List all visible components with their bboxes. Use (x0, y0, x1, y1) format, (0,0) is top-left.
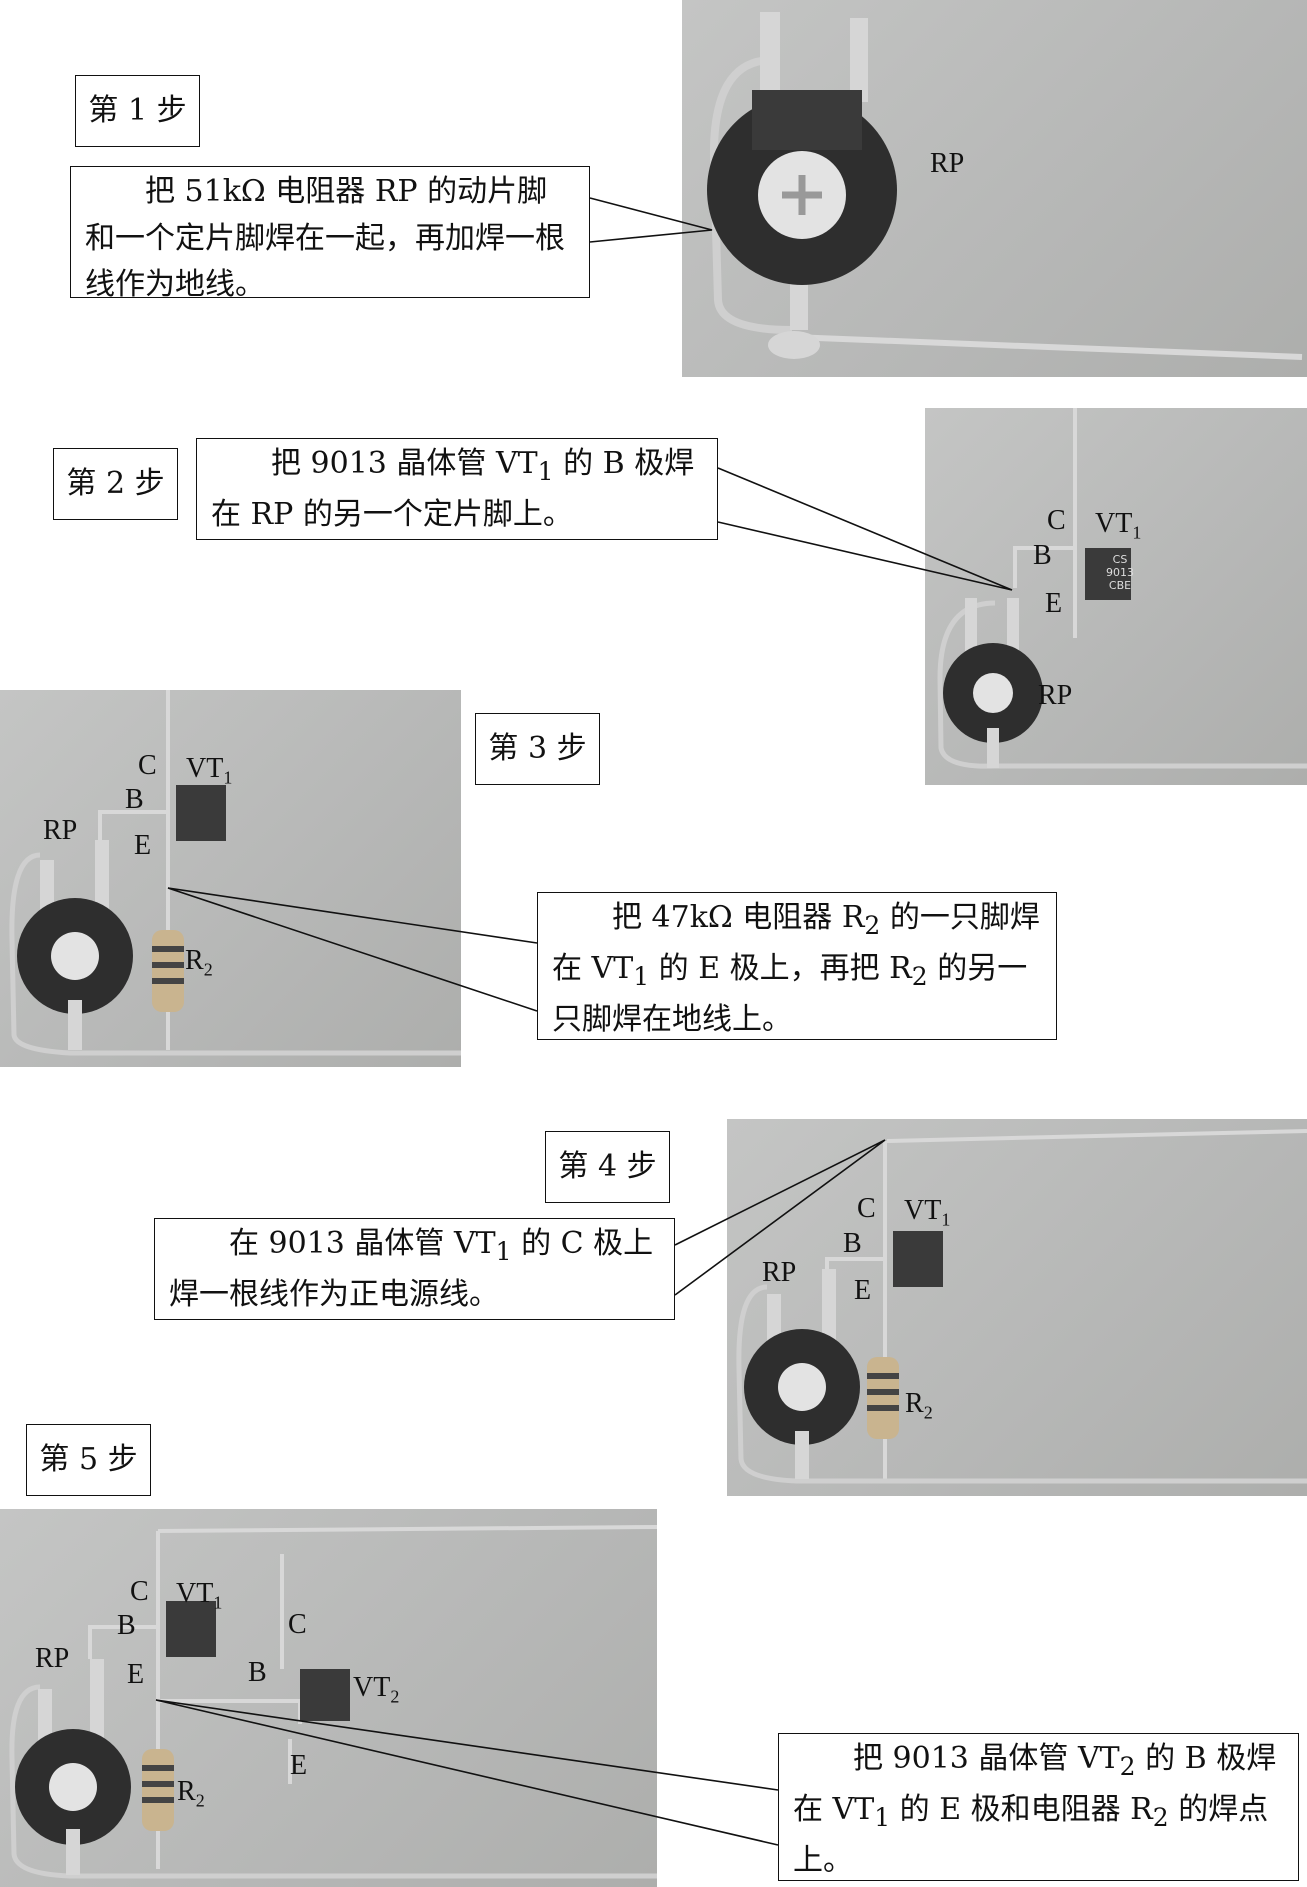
step3-r-label: R2 (185, 945, 213, 980)
step5-rp-label: RP (35, 1643, 70, 1674)
step2-c-label: C (1047, 505, 1066, 536)
step5-assembly (9, 1525, 657, 1879)
step2-description: 把 9013 晶体管 VT1 的 B 极焊在 RP 的另一个定片脚上。 (196, 438, 718, 540)
step2-rp-label: RP (1038, 680, 1073, 711)
step2-e-label: E (1045, 588, 1063, 619)
step3-vt-label: VT1 (186, 753, 233, 788)
step3-assembly (9, 690, 461, 1056)
step1-rp-label: RP (930, 148, 965, 179)
step5-b2-label: B (248, 1657, 267, 1688)
step4-assembly (736, 1129, 1307, 1484)
step2-photo (925, 408, 1307, 785)
step4-vt-label: VT1 (904, 1195, 951, 1230)
step5-b1-label: B (117, 1610, 136, 1641)
step3-photo (0, 690, 461, 1067)
step3-b-label: B (125, 784, 144, 815)
step4-e-label: E (854, 1275, 872, 1306)
step4-photo (727, 1119, 1307, 1496)
step3-c-label: C (138, 750, 157, 781)
step1-photo (682, 0, 1307, 377)
step4-c-label: C (857, 1193, 876, 1224)
step5-e1-label: E (127, 1659, 145, 1690)
step5-step-label: 第 5 步 (26, 1424, 151, 1496)
step3-description: 把 47kΩ 电阻器 R2 的一只脚焊在 VT1 的 E 极上，再把 R2 的另… (537, 892, 1057, 1040)
step2-vt-label: VT1 (1095, 508, 1142, 543)
step4-b-label: B (843, 1228, 862, 1259)
step2-step-label: 第 2 步 (53, 448, 178, 520)
step5-photo (0, 1509, 657, 1887)
step3-e-label: E (134, 830, 152, 861)
step3-rp-label: RP (43, 815, 78, 846)
step5-vt2-label: VT2 (353, 1672, 400, 1707)
step5-vt1-label: VT1 (176, 1578, 223, 1613)
step4-description: 在 9013 晶体管 VT1 的 C 极上焊一根线作为正电源线。 (154, 1218, 675, 1320)
step5-e2-label: E (290, 1750, 308, 1781)
step5-description: 把 9013 晶体管 VT2 的 B 极焊在 VT1 的 E 极和电阻器 R2 … (778, 1733, 1299, 1881)
step1-assembly (707, 12, 1303, 360)
step2-assembly (937, 408, 1307, 769)
step1-step-label: 第 1 步 (75, 75, 200, 147)
step5-r-label: R2 (177, 1776, 205, 1811)
step5-c2-label: C (288, 1609, 307, 1640)
step3-step-label: 第 3 步 (475, 713, 600, 785)
step4-r-label: R2 (905, 1388, 933, 1423)
step2-b-label: B (1033, 540, 1052, 571)
step4-rp-label: RP (762, 1257, 797, 1288)
step1-description: 把 51kΩ 电阻器 RP 的动片脚和一个定片脚焊在一起，再加焊一根线作为地线。 (70, 166, 590, 302)
step4-step-label: 第 4 步 (545, 1131, 670, 1203)
step5-c1-label: C (130, 1576, 149, 1607)
